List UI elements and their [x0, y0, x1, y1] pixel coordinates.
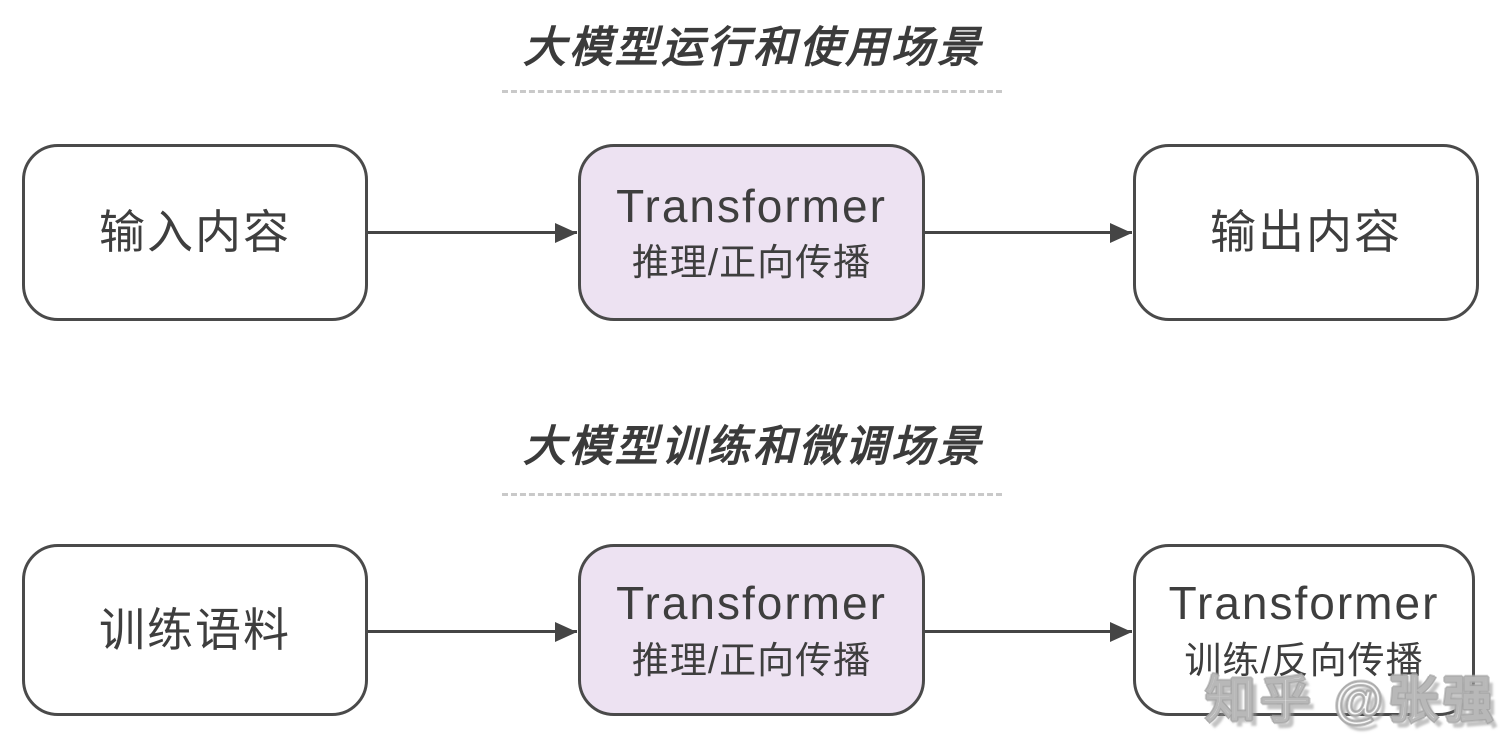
node-transformer-inference-top-sublabel: 推理/正向传播	[631, 242, 872, 284]
node-training-corpus: 训练语料	[22, 544, 368, 716]
arrow-input-to-transformer	[368, 222, 577, 243]
node-input-content-label: 输入内容	[99, 206, 291, 259]
flow2-title-underline	[502, 493, 1002, 496]
node-transformer-training-sublabel: 训练/反向传播	[1184, 639, 1424, 681]
node-transformer-inference-top: Transformer 推理/正向传播	[578, 144, 925, 321]
node-transformer-inference-bottom-label: Transformer	[616, 577, 887, 630]
node-transformer-training-label: Transformer	[1168, 577, 1440, 630]
node-transformer-training: Transformer 训练/反向传播	[1133, 544, 1475, 716]
flow1-title: 大模型运行和使用场景	[523, 24, 983, 72]
arrowhead-icon	[555, 621, 577, 642]
node-transformer-inference-bottom: Transformer 推理/正向传播	[578, 544, 925, 716]
arrow-corpus-to-transformer	[368, 621, 577, 642]
node-output-content: 输出内容	[1133, 144, 1479, 321]
node-training-corpus-label: 训练语料	[99, 603, 291, 656]
arrow-transformer-to-output	[925, 222, 1132, 243]
arrowhead-icon	[1110, 621, 1132, 642]
node-output-content-label: 输出内容	[1210, 206, 1402, 259]
node-transformer-inference-top-label: Transformer	[616, 179, 887, 232]
node-input-content: 输入内容	[22, 144, 368, 321]
arrowhead-icon	[1110, 222, 1132, 243]
arrow-inference-to-training	[925, 621, 1132, 642]
flow2-title: 大模型训练和微调场景	[523, 423, 983, 471]
node-transformer-inference-bottom-sublabel: 推理/正向传播	[631, 639, 872, 681]
flow1-title-underline	[502, 90, 1002, 93]
zhihu-watermark: 知乎 @张强	[1204, 671, 1498, 729]
arrowhead-icon	[555, 222, 577, 243]
